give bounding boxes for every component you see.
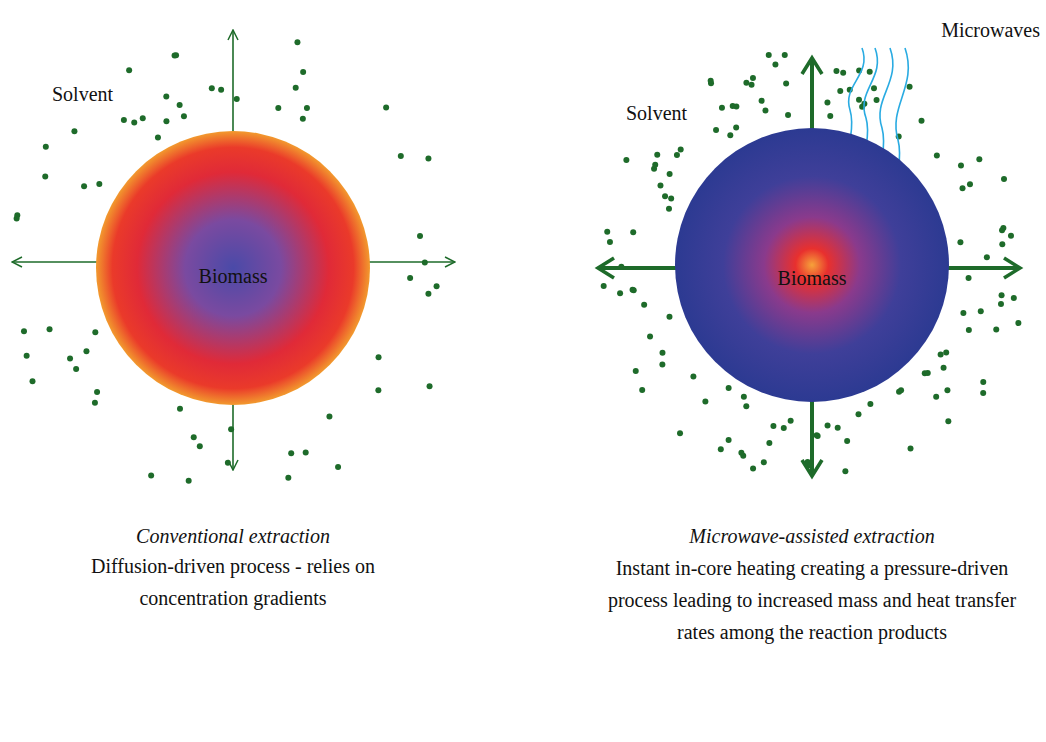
caption-title: Microwave-assisted extraction	[582, 520, 1042, 552]
solvent-label: Solvent	[626, 97, 726, 129]
pressure-arrows	[598, 58, 1020, 476]
particle-outline	[674, 127, 950, 403]
caption-text: Instant in-core heating creating a press…	[587, 552, 1037, 648]
node-label: Biomass	[674, 267, 950, 290]
solvent-label: Solvent	[52, 78, 162, 110]
solvent-dots	[14, 39, 1022, 484]
node-label: Biomass	[95, 265, 371, 288]
caption-text: Diffusion-driven process - relies on con…	[88, 550, 378, 614]
caption-title: Conventional extraction	[73, 520, 393, 552]
microwave-label: Microwaves	[850, 14, 1040, 46]
biomass-particle: Biomass	[674, 127, 950, 403]
biomass-particle: Biomass	[95, 130, 371, 406]
diffusion-arrows	[12, 30, 455, 470]
